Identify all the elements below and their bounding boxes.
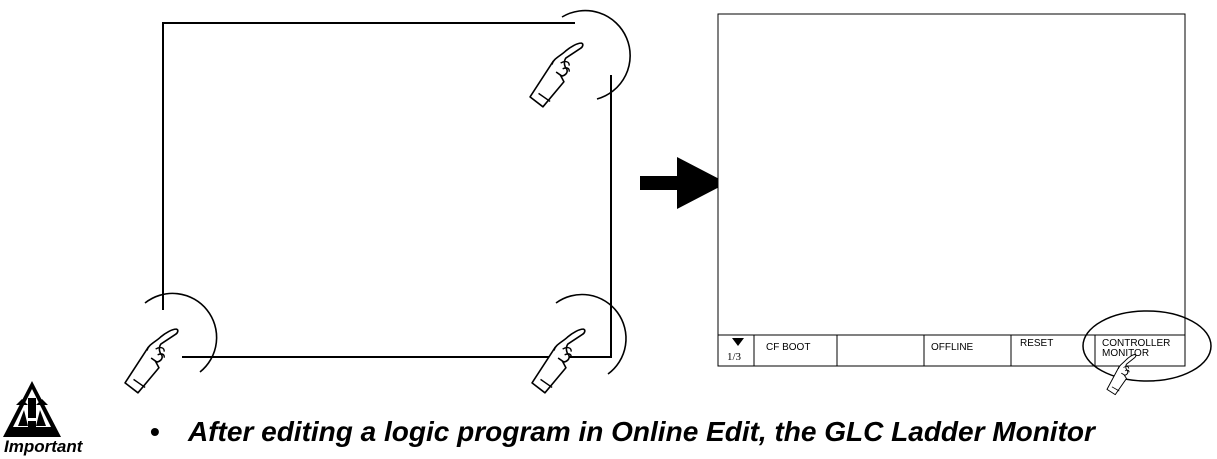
right-screen-frame (717, 13, 1186, 367)
controller-monitor-label-line1: CONTROLLER (1102, 338, 1170, 349)
important-note-text: After editing a logic program in Online … (188, 416, 1095, 447)
reset-button[interactable]: RESET (1020, 338, 1053, 349)
empty-function-button[interactable] (838, 336, 923, 365)
triangle-down-icon (732, 338, 744, 346)
important-note: • After editing a logic program in Online… (150, 412, 1217, 459)
page-indicator: 1/3 (727, 351, 742, 363)
highlight-ellipse (1082, 310, 1212, 382)
offline-button[interactable]: OFFLINE (931, 342, 974, 353)
important-label: Important (4, 437, 83, 456)
right-arrow-icon (640, 157, 727, 209)
left-touch-panel-frame (162, 22, 612, 358)
cf-boot-button[interactable]: CF BOOT (766, 342, 810, 353)
page-down-button[interactable]: 1/3 (727, 338, 744, 363)
warning-exclamation-icon (3, 381, 61, 437)
controller-monitor-button[interactable]: CONTROLLER MONITOR (1102, 338, 1170, 359)
corner-circle-top-right (541, 9, 631, 100)
bullet-dot: • (150, 416, 160, 447)
controller-monitor-label-line2: MONITOR (1102, 348, 1149, 359)
